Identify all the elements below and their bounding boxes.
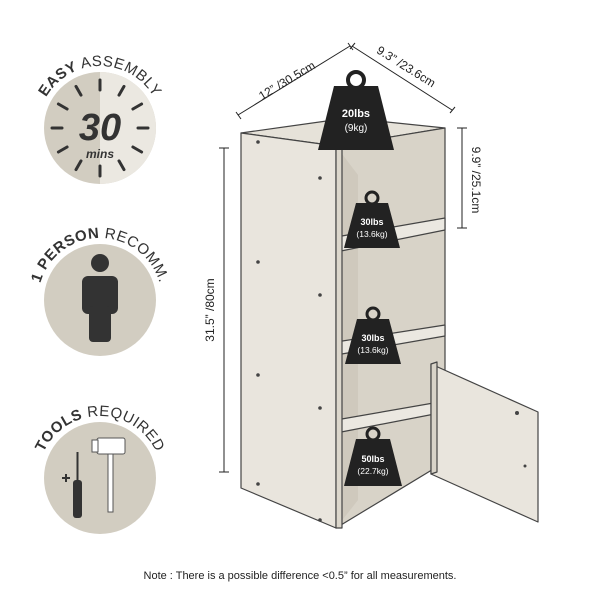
person-icon (82, 254, 118, 342)
weight-shelf1-lbs: 30lbs (360, 217, 383, 227)
dimension-height: 31.5” /80cm (203, 278, 217, 341)
dimension-shelf-height: 9.9” /25.1cm (469, 147, 483, 214)
cabinet-door (430, 363, 539, 523)
weight-top-lbs: 20lbs (342, 108, 370, 120)
screwdriver-icon (62, 452, 82, 518)
tools-badge: TOOLS REQUIRED (32, 403, 168, 534)
weight-bottom-kg: (22.7kg) (357, 466, 388, 476)
dimension-lines (219, 42, 467, 473)
tools-circle (44, 422, 156, 534)
cabinet-holes (256, 140, 322, 522)
weight-bottom-icon: 50lbs (22.7kg) (344, 426, 402, 486)
weight-shelf2-kg: (13.6kg) (357, 345, 388, 355)
weight-bottom-lbs: 50lbs (361, 454, 384, 464)
weight-top-icon: 20lbs (9kg) (318, 70, 394, 150)
easy-assembly-badge: EASY ASSEMBLY 30 mins (35, 53, 164, 184)
weight-top-kg: (9kg) (345, 123, 368, 134)
cabinet-side (240, 132, 337, 529)
mallet-icon (91, 437, 126, 513)
assembly-minutes: 30 (79, 107, 121, 149)
assembly-unit: mins (86, 147, 114, 161)
weight-shelf2-lbs: 30lbs (361, 333, 384, 343)
dimension-width: 12” /30.5cm (256, 58, 318, 103)
clock-half-highlight (100, 72, 156, 184)
weight-shelf1-kg: (13.6kg) (356, 229, 387, 239)
measurement-note: Note : There is a possible difference <0… (143, 570, 457, 582)
weight-shelf2-icon: 30lbs (13.6kg) (345, 306, 401, 364)
weight-shelf1-icon: 30lbs (13.6kg) (344, 190, 400, 248)
clock-ticks-icon (50, 78, 150, 178)
person-badge: 1 PERSON RECOMM. (28, 225, 172, 356)
